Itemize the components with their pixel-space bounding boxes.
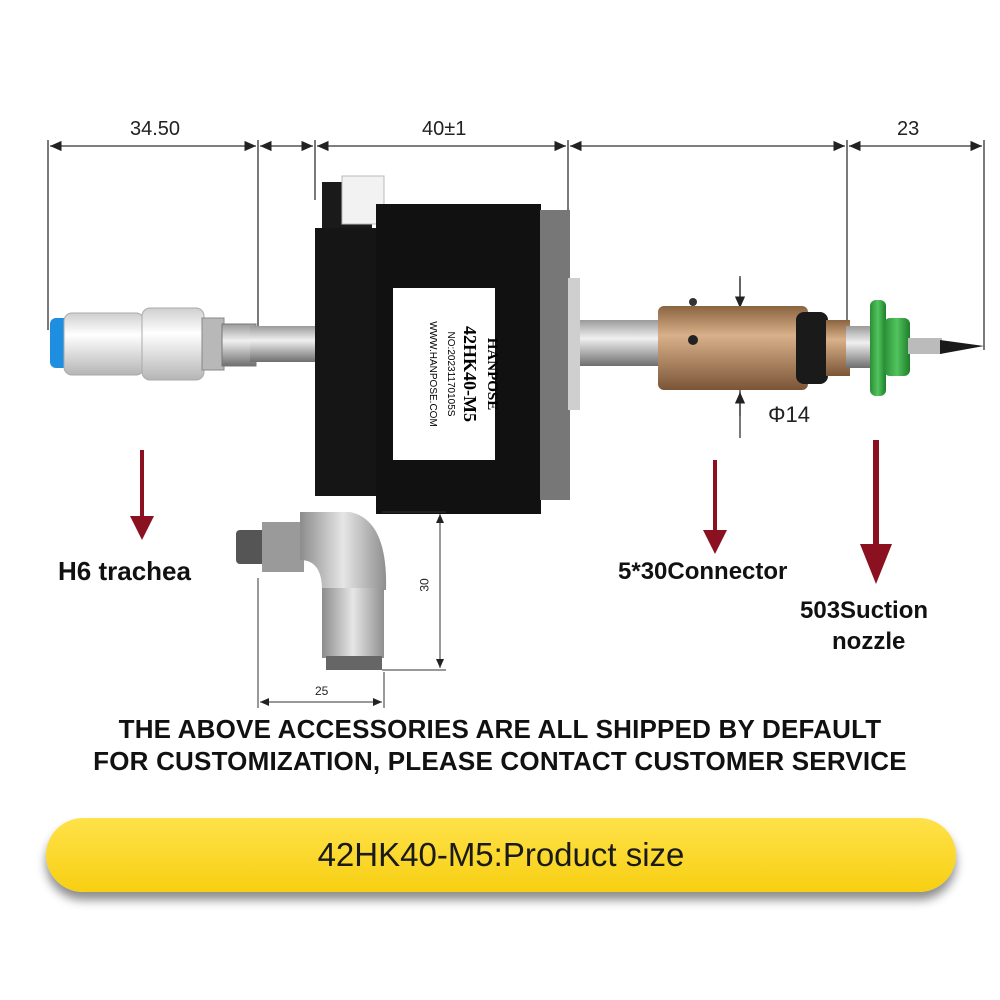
motor-label-brand: HANPOSE <box>484 337 500 411</box>
elbow-fitting <box>236 511 446 708</box>
banner-title: 42HK40-M5:Product size <box>317 836 685 873</box>
dimension-lines <box>47 140 985 438</box>
dimension-left-label: 34.50 <box>130 118 181 140</box>
notice-line-1: THE ABOVE ACCESSORIES ARE ALL SHIPPED BY… <box>118 714 882 744</box>
callout-nozzle-line1: 503Suction <box>800 597 929 624</box>
stepper-motor <box>315 175 580 514</box>
diameter-label: Φ14 <box>768 402 811 427</box>
motor-shaft-right <box>570 320 670 366</box>
motor-label-website: WWW.HANPOSE.COM <box>427 321 438 427</box>
h6-trachea-fitting <box>50 307 257 381</box>
product-size-banner: 42HK40-M5:Product size <box>46 818 956 892</box>
callout-connector: 5*30Connector <box>618 558 788 585</box>
elbow-width-label: 25 <box>315 684 329 698</box>
callout-nozzle-line2: nozzle <box>832 628 906 655</box>
notice-line-2: FOR CUSTOMIZATION, PLEASE CONTACT CUSTOM… <box>93 746 907 776</box>
connector-5x30 <box>658 298 850 390</box>
suction-nozzle-503 <box>846 300 984 396</box>
callout-h6-trachea: H6 trachea <box>58 556 191 586</box>
callout-arrows <box>130 440 892 584</box>
motor-label-model: 42HK40-M5 <box>460 326 480 422</box>
dimension-right-label: 23 <box>897 118 920 140</box>
elbow-height-label: 30 <box>417 578 432 592</box>
motor-label-serial: NO:20231170105S <box>445 331 456 417</box>
motor-label: HANPOSE 42HK40-M5 NO:20231170105S WWW.HA… <box>393 288 500 460</box>
dimension-middle-label: 40±1 <box>422 118 467 140</box>
